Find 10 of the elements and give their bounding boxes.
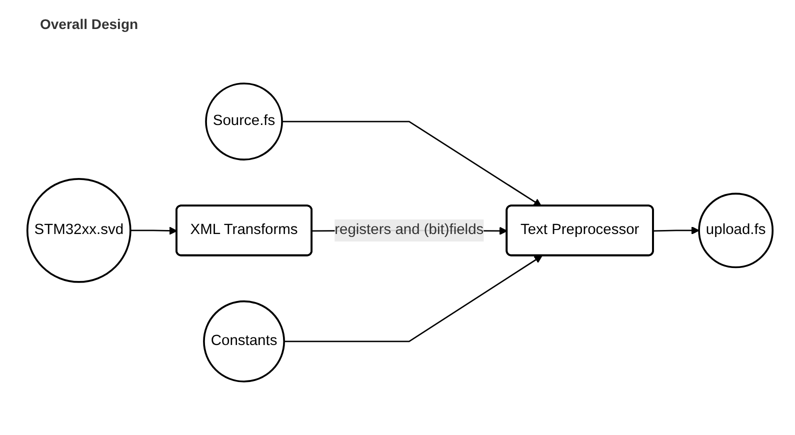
node-circle: Source.fs [205, 82, 283, 160]
arrow [653, 226, 700, 234]
arrow [282, 120, 542, 206]
arrow [130, 226, 178, 235]
diagram-title: Overall Design [40, 16, 138, 32]
arrow [284, 255, 542, 342]
node-circle: Constants [203, 300, 286, 382]
node-circle: STM32xx.svd [26, 178, 132, 283]
node-circle: upload.fs [698, 192, 774, 268]
edge-label: registers and (bit)fields [334, 222, 484, 238]
